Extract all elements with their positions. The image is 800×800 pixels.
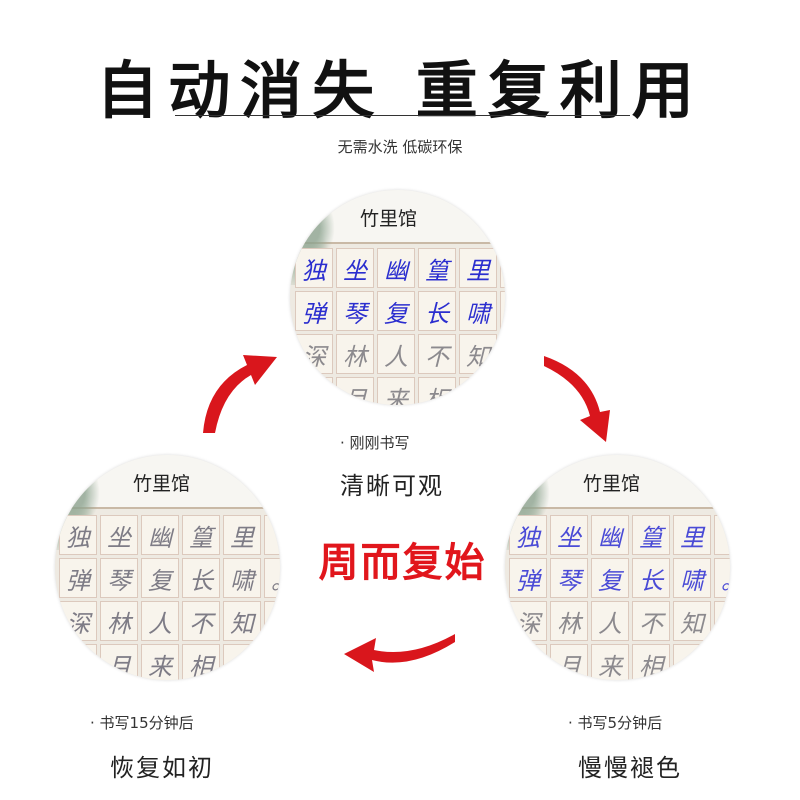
grid-cell: 月 bbox=[336, 377, 374, 405]
grid-cell: 相 bbox=[632, 644, 670, 680]
grid-cell: 知 bbox=[459, 334, 497, 374]
grid-cell: 。 bbox=[264, 558, 280, 598]
grid-cell: 弹 bbox=[509, 558, 547, 598]
grid-cell bbox=[500, 334, 505, 374]
sheet-title: 竹里馆 bbox=[583, 473, 641, 495]
grid-cell: 篁 bbox=[632, 515, 670, 555]
grid-cell: 里 bbox=[673, 515, 711, 555]
grid-cell: 深 bbox=[295, 334, 333, 374]
grid-cell bbox=[500, 377, 505, 405]
grid-cell: 不 bbox=[182, 601, 220, 641]
grid-cell: 独 bbox=[59, 515, 97, 555]
grid-cell: 幽 bbox=[141, 515, 179, 555]
grid-cell: 啸 bbox=[459, 291, 497, 331]
grid-cell: 复 bbox=[141, 558, 179, 598]
grid-cell bbox=[264, 644, 280, 680]
stage-recovered-time: · 书写15分钟后 bbox=[90, 714, 194, 732]
grid-cell: 知 bbox=[673, 601, 711, 641]
grid-cell: 林 bbox=[336, 334, 374, 374]
grid-cell: 长 bbox=[632, 558, 670, 598]
grid-cell: 复 bbox=[377, 291, 415, 331]
grid-cell: 来 bbox=[377, 377, 415, 405]
grid-cell bbox=[264, 601, 280, 641]
grid-cell: 独 bbox=[509, 515, 547, 555]
grid-cell: 里 bbox=[459, 248, 497, 288]
grid-cell: 幽 bbox=[591, 515, 629, 555]
grid-cell: 月 bbox=[100, 644, 138, 680]
grid-cell: 。 bbox=[500, 291, 505, 331]
grid-cell: 复 bbox=[591, 558, 629, 598]
grid-cell: 相 bbox=[182, 644, 220, 680]
grid-cell: , bbox=[500, 248, 505, 288]
subtitle: 无需水洗 低碳环保 bbox=[337, 138, 463, 156]
grid-cell: 人 bbox=[377, 334, 415, 374]
grid-cell bbox=[59, 644, 97, 680]
grid-cell: , bbox=[264, 515, 280, 555]
grid-cell: 相 bbox=[418, 377, 456, 405]
title-divider bbox=[175, 115, 630, 116]
arrow-top-left-icon bbox=[203, 355, 277, 433]
grid-cell: 人 bbox=[141, 601, 179, 641]
arrow-top-right-icon bbox=[544, 356, 610, 442]
grid-cell: 幽 bbox=[377, 248, 415, 288]
grid-cell bbox=[673, 644, 711, 680]
grid-cell bbox=[295, 377, 333, 405]
grid-cell bbox=[714, 644, 730, 680]
grid-cell: 琴 bbox=[550, 558, 588, 598]
grid-cell: 里 bbox=[223, 515, 261, 555]
grid-cell: 人 bbox=[591, 601, 629, 641]
grid-cell: 坐 bbox=[100, 515, 138, 555]
grid-cell bbox=[714, 601, 730, 641]
grid-cell: 啸 bbox=[223, 558, 261, 598]
grid-cell bbox=[509, 644, 547, 680]
grid-cell: 独 bbox=[295, 248, 333, 288]
grid-cell: 来 bbox=[141, 644, 179, 680]
sheet-title: 竹里馆 bbox=[360, 208, 418, 230]
grid-cell: 坐 bbox=[336, 248, 374, 288]
grid-cell: 啸 bbox=[673, 558, 711, 598]
arrow-bottom-icon bbox=[344, 634, 455, 672]
grid-cell: 篁 bbox=[418, 248, 456, 288]
grid-cell: 林 bbox=[100, 601, 138, 641]
grid-cell: 。 bbox=[714, 558, 730, 598]
grid-cell bbox=[459, 377, 497, 405]
grid-cell: 林 bbox=[550, 601, 588, 641]
stage-recovered-desc: 恢复如初 bbox=[110, 754, 214, 782]
grid-cell: , bbox=[714, 515, 730, 555]
grid-cell bbox=[223, 644, 261, 680]
cycle-label: 周而复始 bbox=[318, 540, 487, 586]
grid-cell: 不 bbox=[632, 601, 670, 641]
grid-cell: 来 bbox=[591, 644, 629, 680]
grid-cell: 月 bbox=[550, 644, 588, 680]
grid-cell: 长 bbox=[182, 558, 220, 598]
stage-fading-time: · 书写5分钟后 bbox=[568, 714, 663, 732]
grid-cell: 不 bbox=[418, 334, 456, 374]
grid-cell: 知 bbox=[223, 601, 261, 641]
grid-cell: 篁 bbox=[182, 515, 220, 555]
grid-cell: 深 bbox=[59, 601, 97, 641]
stage-fresh-time: · 刚刚书写 bbox=[340, 434, 410, 452]
grid-cell: 琴 bbox=[336, 291, 374, 331]
grid-cell: 深 bbox=[509, 601, 547, 641]
sheet-title: 竹里馆 bbox=[133, 473, 191, 495]
stage-fresh-desc: 清晰可观 bbox=[340, 472, 444, 500]
grid-cell: 弹 bbox=[59, 558, 97, 598]
grid-cell: 坐 bbox=[550, 515, 588, 555]
grid-cell: 长 bbox=[418, 291, 456, 331]
grid-cell: 琴 bbox=[100, 558, 138, 598]
page-title: 自动消失 重复利用 bbox=[96, 54, 704, 127]
stage-fading-desc: 慢慢褪色 bbox=[578, 754, 682, 782]
grid-cell: 弹 bbox=[295, 291, 333, 331]
